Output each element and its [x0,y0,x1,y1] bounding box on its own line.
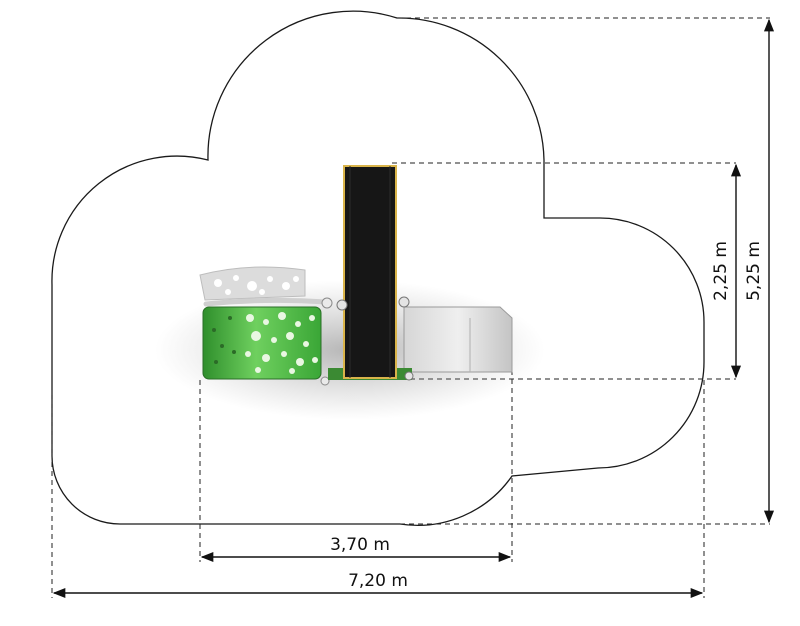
deck-platform [403,306,513,373]
tower-post [398,296,410,308]
green-panel-holes [245,312,318,374]
back-panel-holes [214,275,299,295]
outer-width-label: 7,20 m [348,571,408,591]
green-climbing-panel [202,306,322,380]
tower-post [404,371,414,381]
tower-post [336,299,348,311]
safety-zone-outline [51,10,705,527]
play-equipment [155,165,545,420]
outer-height-label: 5,25 m [744,241,764,301]
slide [343,165,397,379]
inner-height-label: 2,25 m [711,241,731,301]
inner-width-label: 3,70 m [330,535,390,555]
